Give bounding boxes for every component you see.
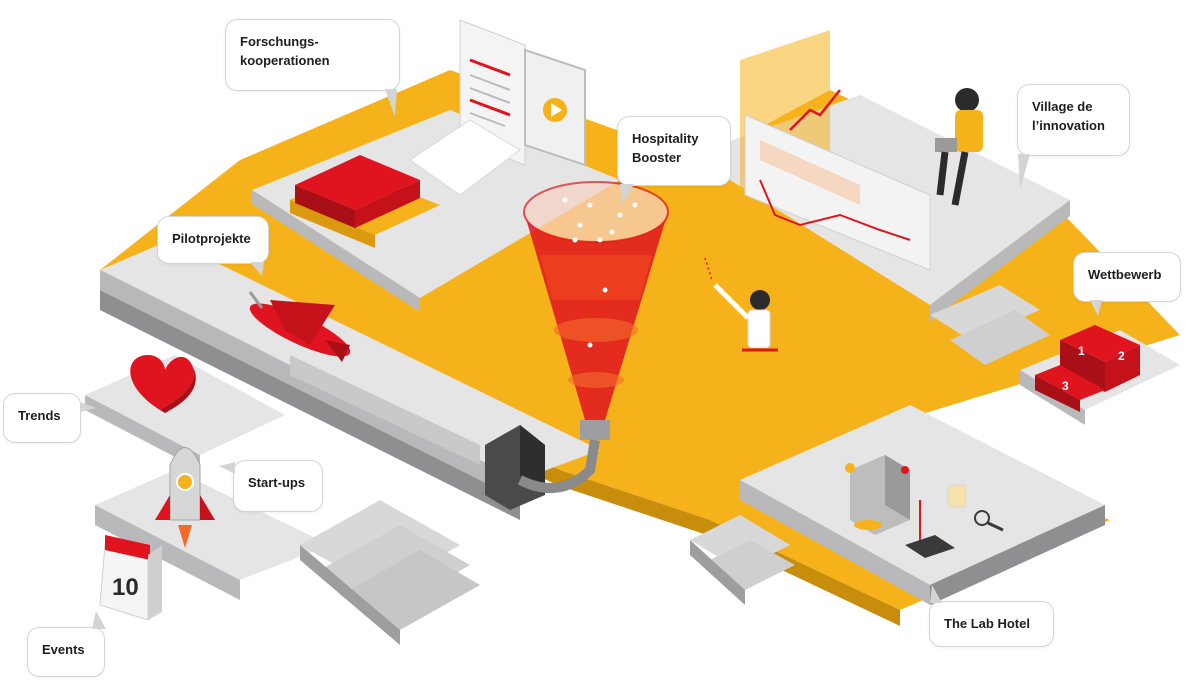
tail-hospitality (620, 184, 634, 204)
stairs-left (300, 500, 480, 645)
label-village-line1: Village de (1032, 99, 1093, 114)
airplane-icon (248, 291, 351, 362)
tail-startups (219, 462, 235, 474)
podium-icon: 1 2 3 (1035, 325, 1140, 412)
coffee-machine-icon (845, 455, 910, 535)
label-wettbewerb[interactable]: Wettbewerb (1073, 252, 1181, 302)
label-trends[interactable]: Trends (3, 393, 81, 443)
heart-icon (130, 355, 196, 413)
stairs-bottom (690, 515, 795, 605)
label-hospitality-line1: Hospitality (632, 131, 699, 146)
label-hospitality-booster[interactable]: Hospitality Booster (617, 116, 731, 186)
label-events-line1: Events (42, 642, 85, 657)
tail-labhotel (930, 585, 942, 603)
platform-pilot (100, 240, 600, 520)
stairs-right (930, 285, 1050, 365)
label-labhotel-line1: The Lab Hotel (944, 616, 1030, 631)
label-startups-line1: Start-ups (248, 475, 306, 490)
label-events[interactable]: Events (27, 627, 105, 677)
label-trends-line1: Trends (18, 408, 61, 423)
tail-pilot (250, 262, 264, 276)
label-hospitality-line2: Booster (632, 150, 682, 165)
tail-forschung (385, 89, 397, 117)
label-wettbewerb-line1: Wettbewerb (1088, 267, 1162, 282)
chart-board-icon (740, 30, 931, 271)
rocket-icon (155, 447, 215, 548)
lab-stand-icon (905, 484, 967, 558)
tail-trends (80, 402, 96, 412)
label-forschungskooperationen[interactable]: Forschungs- kooperationen (225, 19, 400, 91)
label-pilotprojekte[interactable]: Pilotprojekte (157, 216, 269, 264)
label-village-line2: l’innovation (1032, 118, 1105, 133)
podium-third-label: 3 (1062, 379, 1069, 393)
document-icon (409, 19, 526, 196)
label-forschung-line2: kooperationen (240, 53, 330, 68)
person-pointing-icon (704, 257, 785, 400)
label-pilot-line1: Pilotprojekte (172, 231, 251, 246)
magnifier-icon (974, 510, 1004, 532)
label-start-ups[interactable]: Start-ups (233, 460, 323, 512)
tail-wettbewerb (1090, 300, 1102, 316)
laptop-person-icon (935, 88, 983, 206)
calendar-day-number: 10 (112, 574, 139, 601)
machine-icon (290, 355, 600, 510)
books-icon (290, 155, 440, 248)
label-village-de-linnovation[interactable]: Village de l’innovation (1017, 84, 1130, 156)
tail-events (92, 611, 106, 629)
label-forschung-line1: Forschungs- (240, 34, 319, 49)
video-play-icon (524, 48, 586, 167)
podium-first-label: 1 (1078, 344, 1085, 358)
platform-labhotel (740, 405, 1105, 605)
platform-startups (95, 470, 330, 600)
label-the-lab-hotel[interactable]: The Lab Hotel (929, 601, 1054, 647)
tail-village (1018, 154, 1030, 190)
podium-second-label: 2 (1118, 349, 1125, 363)
calendar-icon: 10 (99, 535, 162, 621)
